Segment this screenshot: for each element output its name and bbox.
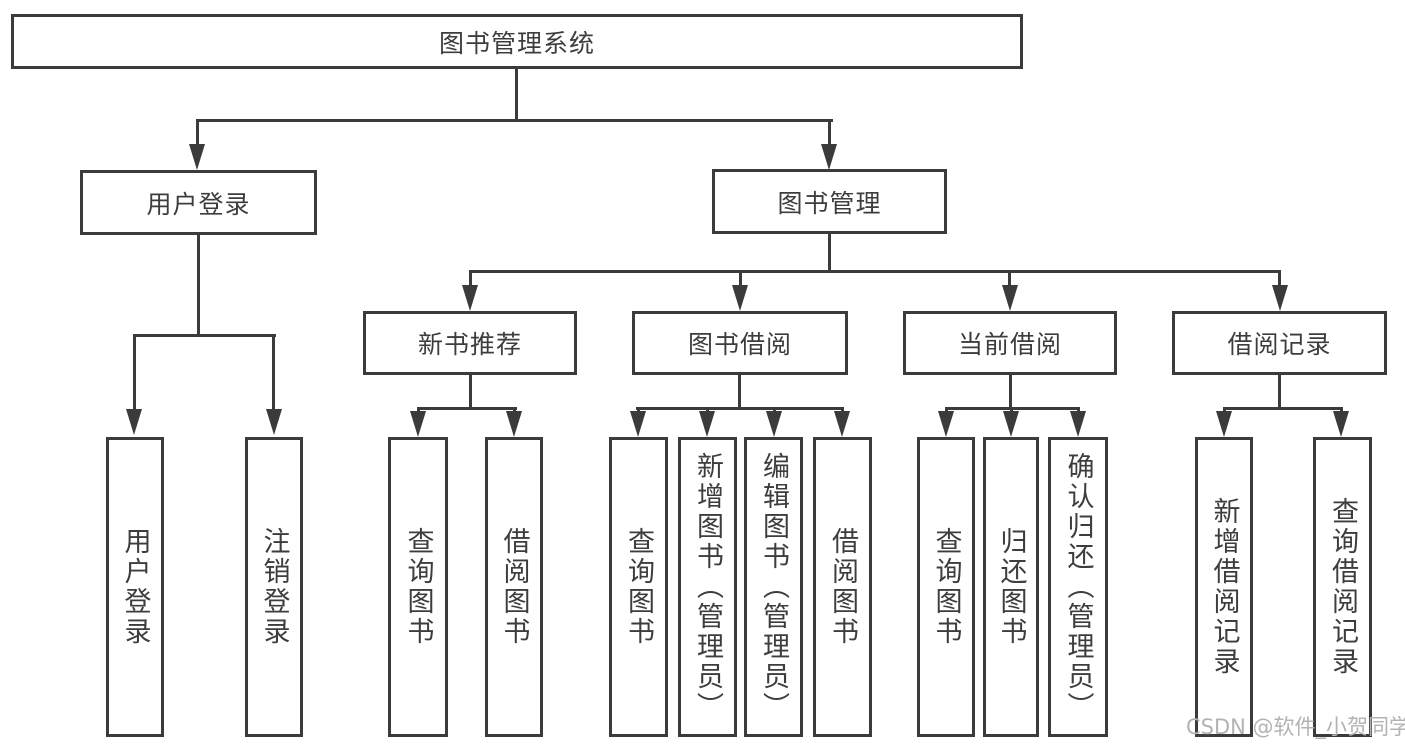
leaf-logout-label: 注销登录 <box>258 527 290 647</box>
leaf-borrowing-edit-books: 编辑图书（管理员） <box>744 437 803 737</box>
node-new-book-recommend: 新书推荐 <box>363 311 577 375</box>
arrowhead-to-borrowing-records-icon <box>1272 285 1288 311</box>
leaf-borrowing-borrow-books-label: 借阅图书 <box>827 527 858 647</box>
connector-borrowing-records-bus <box>1223 407 1342 410</box>
node-current-borrowing-label: 当前借阅 <box>957 330 1062 359</box>
connector-stub <box>1010 407 1013 414</box>
arrowhead-to-borrowing-query-books-icon <box>630 411 646 437</box>
leaf-current-query-books: 查询图书 <box>917 437 975 737</box>
connector-stub <box>637 407 640 414</box>
node-book-management: 图书管理 <box>712 169 947 234</box>
arrowhead-to-borrowing-edit-books-icon <box>766 411 782 437</box>
arrowhead-to-book-borrowing-icon <box>732 285 748 311</box>
connector-root-bus <box>197 119 833 122</box>
leaf-current-return-books: 归还图书 <box>983 437 1039 737</box>
connector-stub <box>706 407 709 414</box>
leaf-current-query-books-label: 查询图书 <box>930 527 962 647</box>
node-borrowing-records-label: 借阅记录 <box>1227 330 1332 359</box>
connector-stub <box>1223 407 1226 414</box>
connector-root-drop-left <box>196 119 199 147</box>
connector-current-borrowing-stem <box>1009 375 1012 408</box>
connector-root-stem <box>515 69 518 121</box>
connector-drop-book-borrowing <box>739 270 742 287</box>
leaf-current-confirm-return-label: 确认归还（管理员） <box>1062 452 1094 722</box>
leaf-user-login-label: 用户登录 <box>119 527 151 647</box>
node-current-borrowing: 当前借阅 <box>903 311 1117 375</box>
arrowhead-to-book-management-icon <box>821 144 837 170</box>
leaf-recommend-borrow-books: 借阅图书 <box>485 437 543 737</box>
leaf-recommend-query-books: 查询图书 <box>388 437 448 737</box>
connector-stub <box>1340 407 1343 414</box>
connector-stub <box>417 407 420 414</box>
connector-user-login-bus <box>133 334 276 337</box>
arrowhead-to-borrowing-add-books-icon <box>699 411 715 437</box>
node-root-label: 图书管理系统 <box>438 28 595 58</box>
node-book-management-label: 图书管理 <box>777 188 882 218</box>
connector-book-management-stem <box>828 234 831 272</box>
connector-book-borrowing-bus <box>636 407 844 410</box>
connector-stub <box>945 407 948 414</box>
connector-stub <box>1077 407 1080 414</box>
connector-drop-borrowing-records <box>1278 270 1281 287</box>
arrowhead-to-leaf-logout-icon <box>266 409 282 435</box>
arrowhead-to-recommend-borrow-books-icon <box>506 411 522 437</box>
leaf-records-add-record: 新增借阅记录 <box>1195 437 1253 737</box>
connector-stub <box>773 407 776 414</box>
connector-drop-current-borrowing <box>1008 270 1011 287</box>
arrowhead-to-current-query-books-icon <box>938 411 954 437</box>
connector-stub <box>513 407 516 414</box>
leaf-user-login: 用户登录 <box>106 437 164 737</box>
leaf-borrowing-edit-books-label: 编辑图书（管理员） <box>758 452 789 722</box>
arrowhead-to-new-book-recommend-icon <box>462 285 478 311</box>
leaf-logout: 注销登录 <box>245 437 303 737</box>
connector-user-login-drop-left <box>133 334 136 410</box>
connector-drop-new-book-recommend <box>469 270 472 287</box>
node-borrowing-records: 借阅记录 <box>1172 311 1387 375</box>
arrowhead-to-user-login-icon <box>189 144 205 170</box>
connector-user-login-drop-right <box>272 334 275 410</box>
arrowhead-to-records-query-record-icon <box>1333 411 1349 437</box>
arrowhead-to-current-confirm-return-icon <box>1070 411 1086 437</box>
connector-stub <box>841 407 844 414</box>
node-book-borrowing-label: 图书借阅 <box>687 330 792 359</box>
leaf-current-return-books-label: 归还图书 <box>995 527 1027 647</box>
connector-root-drop-right <box>828 119 831 147</box>
arrowhead-to-current-borrowing-icon <box>1002 285 1018 311</box>
connector-book-management-bus <box>469 270 1281 273</box>
leaf-recommend-query-books-label: 查询图书 <box>402 527 434 647</box>
connector-book-borrowing-stem <box>738 375 741 408</box>
connector-borrowing-records-stem <box>1278 375 1281 408</box>
arrowhead-to-leaf-user-login-icon <box>126 409 142 435</box>
node-book-borrowing: 图书借阅 <box>632 311 848 375</box>
leaf-records-add-record-label: 新增借阅记录 <box>1208 497 1240 677</box>
leaf-borrowing-query-books-label: 查询图书 <box>623 527 654 647</box>
node-new-book-recommend-label: 新书推荐 <box>417 330 522 359</box>
leaf-borrowing-query-books: 查询图书 <box>609 437 668 737</box>
leaf-borrowing-add-books: 新增图书（管理员） <box>678 437 737 737</box>
csdn-watermark: CSDN @软件_小贺同学 <box>1186 715 1405 739</box>
connector-new-book-recommend-bus <box>417 407 517 410</box>
leaf-records-query-record-label: 查询借阅记录 <box>1327 497 1358 677</box>
arrowhead-to-records-add-record-icon <box>1216 411 1232 437</box>
connector-user-login-stem <box>197 235 200 336</box>
arrowhead-to-current-return-books-icon <box>1003 411 1019 437</box>
node-root: 图书管理系统 <box>11 14 1023 69</box>
leaf-recommend-borrow-books-label: 借阅图书 <box>498 527 530 647</box>
connector-new-book-recommend-stem <box>469 375 472 408</box>
arrowhead-to-borrowing-borrow-books-icon <box>834 411 850 437</box>
node-user-login-label: 用户登录 <box>146 189 251 219</box>
leaf-borrowing-add-books-label: 新增图书（管理员） <box>692 452 723 722</box>
arrowhead-to-recommend-query-books-icon <box>410 411 426 437</box>
leaf-borrowing-borrow-books: 借阅图书 <box>813 437 872 737</box>
leaf-current-confirm-return: 确认归还（管理员） <box>1048 437 1108 737</box>
leaf-records-query-record: 查询借阅记录 <box>1313 437 1372 737</box>
node-user-login: 用户登录 <box>80 170 317 235</box>
